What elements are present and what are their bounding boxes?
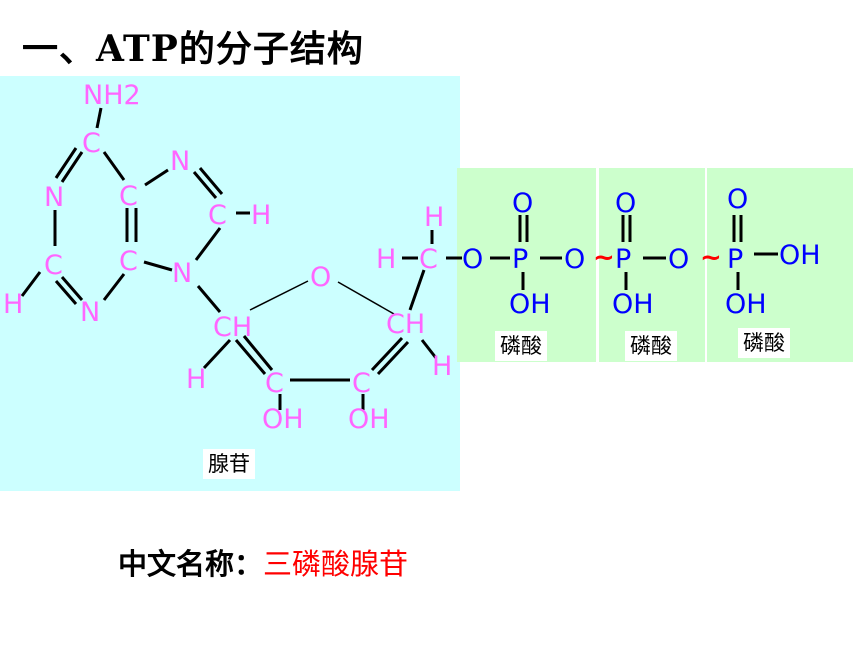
atom-h-c5-top: H — [424, 202, 444, 233]
atom-h-c5-left: H — [376, 244, 396, 275]
atom-c5: C — [119, 181, 138, 212]
atom-p-alpha-oh: OH — [509, 289, 551, 320]
bond-c4-h — [420, 339, 438, 359]
atom-h2: H — [3, 289, 23, 320]
bond-n7-c8 — [192, 171, 218, 199]
atom-n9: N — [172, 258, 192, 289]
atom-c5prime: C — [419, 244, 438, 275]
atom-oh-c2: OH — [262, 404, 304, 435]
atom-c4: C — [119, 246, 138, 277]
bond-nh2-c — [95, 107, 103, 129]
atom-p-beta-o: O — [615, 188, 636, 219]
adenosine-panel — [0, 76, 460, 491]
atom-h8: H — [251, 200, 271, 231]
bond-c-c5 — [102, 151, 126, 181]
bond-c1-o — [249, 280, 309, 311]
atom-o-ring: O — [310, 262, 331, 293]
atom-o-bridge-2: O — [668, 244, 689, 275]
phosphate-atoms: O P O OH O ~ P O OH O ~ P O OH OH — [462, 184, 821, 320]
bond-c-n1 — [60, 151, 84, 183]
bond-o-c4 — [337, 281, 395, 315]
chinese-name-row: 中文名称：三磷酸腺苷 — [118, 544, 408, 584]
atom-n3: N — [80, 297, 100, 328]
atom-oh-c3: OH — [348, 404, 390, 435]
atom-p-gamma-oh-right: OH — [779, 240, 821, 271]
high-energy-bond-2: ~ — [700, 243, 722, 273]
atom-p-alpha: P — [512, 244, 528, 275]
high-energy-bond-1: ~ — [593, 243, 615, 273]
bond-c4-n9 — [143, 260, 173, 272]
atom-n1: N — [44, 182, 64, 213]
atom-c8: C — [208, 200, 227, 231]
atom-nh2: NH2 — [83, 80, 141, 111]
atom-p-beta: P — [615, 244, 631, 275]
bond-n7-c8-double — [198, 167, 224, 195]
adenine-bonds — [20, 107, 250, 305]
ribose-bonds — [196, 230, 462, 410]
atom-p-alpha-o: O — [512, 188, 533, 219]
adenine-atoms: NH2 C N C N C H C C N H N — [3, 80, 271, 328]
adenosine-label: 腺苷 — [203, 449, 255, 479]
bond-c1-c2 — [234, 339, 267, 375]
bond-c2-n3 — [60, 276, 84, 301]
bond-c3-c4 — [370, 336, 404, 372]
phosphate-label-1: 磷酸 — [495, 331, 547, 361]
phosphate-panel-2 — [599, 168, 705, 362]
bond-c1-c2-bold — [242, 335, 274, 371]
atom-c3prime: C — [352, 368, 371, 399]
bond-c2-h — [20, 271, 42, 297]
bond-c2-n3-double — [54, 280, 78, 305]
bond-c8-n9 — [194, 227, 222, 261]
atom-o-link: O — [462, 244, 483, 275]
chinese-name-value: 三磷酸腺苷 — [263, 547, 409, 581]
bond-c5-n7 — [144, 168, 169, 187]
bond-c1-h — [202, 338, 232, 370]
bond-c3-c4-bold — [376, 340, 410, 376]
page-title: 一、ATP的分子结构 — [22, 28, 364, 70]
bond-n9-c1 — [196, 285, 222, 313]
atom-o-bridge-1: O — [564, 244, 585, 275]
atom-p-gamma: P — [727, 244, 743, 275]
ribose-atoms: O CH CH H H C C OH OH H H C — [186, 202, 452, 435]
bond-n3-c4 — [102, 273, 126, 301]
phosphate-label-3: 磷酸 — [738, 328, 790, 358]
atom-p-gamma-o: O — [727, 184, 748, 215]
atom-c6: C — [82, 128, 101, 159]
atom-c2prime: C — [265, 368, 284, 399]
chinese-name-label: 中文名称： — [118, 547, 264, 581]
atom-p-gamma-oh: OH — [725, 289, 767, 320]
atom-ch-c1: CH — [213, 312, 252, 343]
phosphate-panel-1 — [457, 168, 596, 362]
atom-ch-c4: CH — [386, 309, 425, 340]
phosphate-label-2: 磷酸 — [625, 331, 677, 361]
atom-c2: C — [44, 250, 63, 281]
atom-p-beta-oh: OH — [612, 289, 654, 320]
bond-c-n1-double — [54, 147, 78, 179]
atom-h-c1: H — [186, 364, 206, 395]
phosphate-bonds — [490, 215, 778, 290]
atom-h-c4: H — [432, 351, 452, 382]
atom-n7: N — [170, 146, 190, 177]
bond-c4-c5 — [408, 269, 426, 311]
